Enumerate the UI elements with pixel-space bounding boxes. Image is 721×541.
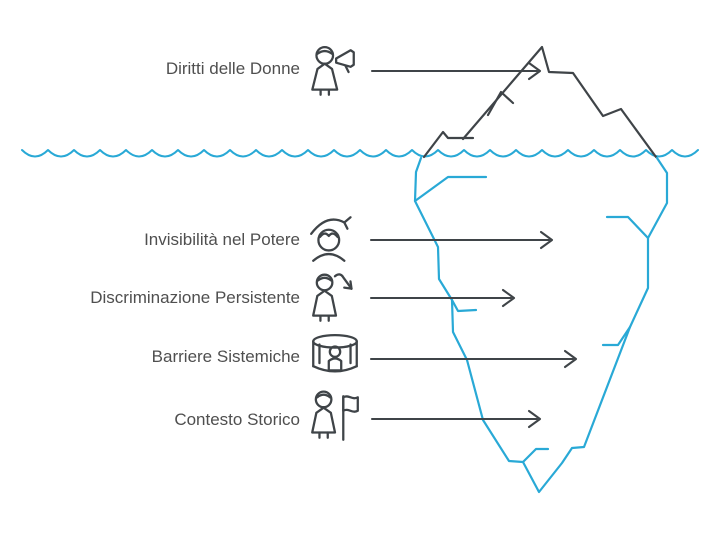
- arrow-diritti-delle-donne: [370, 61, 542, 81]
- woman-decline-arrow-icon: [312, 273, 353, 322]
- iceberg-tip-above-water: [422, 45, 658, 159]
- iceberg-body-below-water: [413, 156, 669, 494]
- label-barriere-sistemiche: Barriere Sistemiche: [151, 347, 300, 366]
- label-contesto-storico: Contesto Storico: [174, 410, 300, 429]
- water-surface-line: [21, 149, 699, 158]
- arrow-invisibilita-nel-potere: [369, 230, 554, 250]
- person-in-barrier-icon: [312, 334, 358, 373]
- label-diritti-delle-donne: Diritti delle Donne: [165, 59, 300, 78]
- hidden-woman-icon: [310, 216, 352, 262]
- arrow-contesto-storico: [370, 409, 542, 429]
- woman-megaphone-icon: [311, 46, 355, 96]
- arrow-barriere-sistemiche: [369, 349, 578, 369]
- label-discriminazione-persistente: Discriminazione Persistente: [90, 288, 300, 307]
- label-invisibilita-nel-potere: Invisibilità nel Potere: [144, 230, 300, 249]
- arrow-discriminazione-persistente: [369, 288, 516, 308]
- woman-flag-icon: [311, 390, 359, 441]
- connector-arrows: [369, 61, 578, 429]
